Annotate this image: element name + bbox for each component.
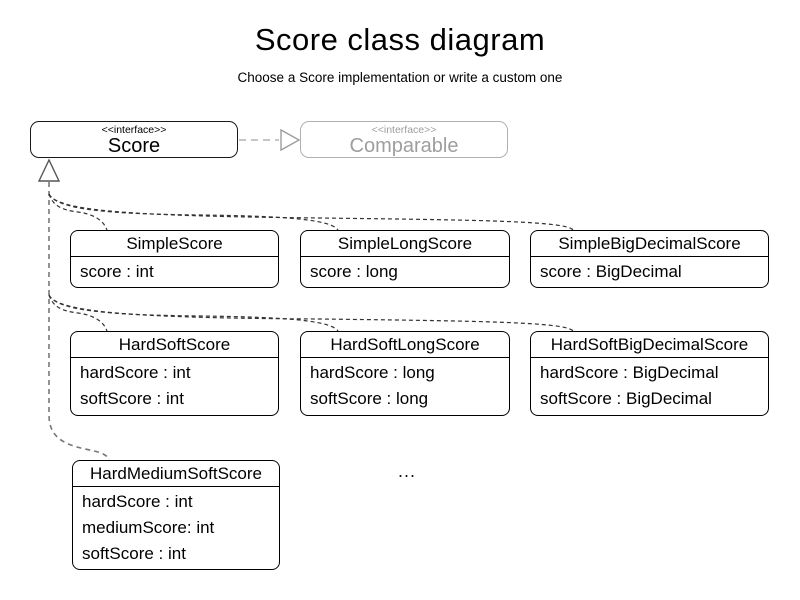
- inheritance-branch-line: [48, 193, 339, 231]
- inheritance-branch-line: [48, 294, 339, 332]
- ellipsis-label: ...: [398, 461, 417, 481]
- class-attribute: score : long: [310, 262, 398, 281]
- inheritance-branch-line: [48, 193, 108, 231]
- interface-box-score: <<interface>> Score: [30, 121, 238, 158]
- class-name: SimpleLongScore: [301, 231, 509, 257]
- class-attribute: score : BigDecimal: [540, 262, 682, 281]
- class-attribute: softScore : int: [82, 544, 186, 563]
- class-attribute: softScore : long: [310, 389, 429, 408]
- class-name: SimpleBigDecimalScore: [531, 231, 768, 257]
- class-attribute: softScore : BigDecimal: [540, 389, 712, 408]
- class-box-hardmediumsoftscore: HardMediumSoftScore hardScore : int medi…: [72, 460, 280, 570]
- class-box-hardsoftscore: HardSoftScore hardScore : int softScore …: [70, 331, 279, 416]
- inheritance-branch-line: [48, 294, 108, 332]
- class-attribute: mediumScore: int: [82, 518, 215, 537]
- inheritance-branch-line: [48, 294, 574, 332]
- inheritance-trunk-line: [48, 182, 110, 461]
- class-box-simplescore: SimpleScore score : int: [70, 230, 279, 288]
- class-name: HardSoftLongScore: [301, 332, 509, 358]
- class-name: HardSoftBigDecimalScore: [531, 332, 768, 358]
- class-box-simplebigdecimalscore: SimpleBigDecimalScore score : BigDecimal: [530, 230, 769, 288]
- interface-name: Comparable: [349, 135, 459, 157]
- class-box-simplelongscore: SimpleLongScore score : long: [300, 230, 510, 288]
- dependency-arrowhead-icon: [280, 128, 301, 152]
- class-name: HardMediumSoftScore: [73, 461, 279, 487]
- diagram-subtitle: Choose a Score implementation or write a…: [237, 70, 563, 85]
- class-attribute: score : int: [80, 262, 154, 281]
- class-attribute: hardScore : int: [80, 363, 191, 382]
- class-attribute: hardScore : long: [310, 363, 435, 382]
- stereotype-label: <<interface>>: [101, 124, 167, 136]
- class-attribute: softScore : int: [80, 389, 184, 408]
- interface-name: Score: [107, 135, 161, 157]
- class-attribute: hardScore : int: [82, 492, 193, 511]
- class-box-hardsoftlongscore: HardSoftLongScore hardScore : long softS…: [300, 331, 510, 416]
- class-box-hardsoftbigdecimalscore: HardSoftBigDecimalScore hardScore : BigD…: [530, 331, 769, 416]
- stereotype-label: <<interface>>: [371, 124, 437, 136]
- interface-box-comparable: <<interface>> Comparable: [300, 121, 508, 158]
- realization-arrowhead-icon: [37, 158, 61, 182]
- inheritance-branch-line: [48, 193, 574, 231]
- class-name: SimpleScore: [71, 231, 278, 257]
- class-attribute: hardScore : BigDecimal: [540, 363, 719, 382]
- diagram-title: Score class diagram: [254, 22, 546, 57]
- class-name: HardSoftScore: [71, 332, 278, 358]
